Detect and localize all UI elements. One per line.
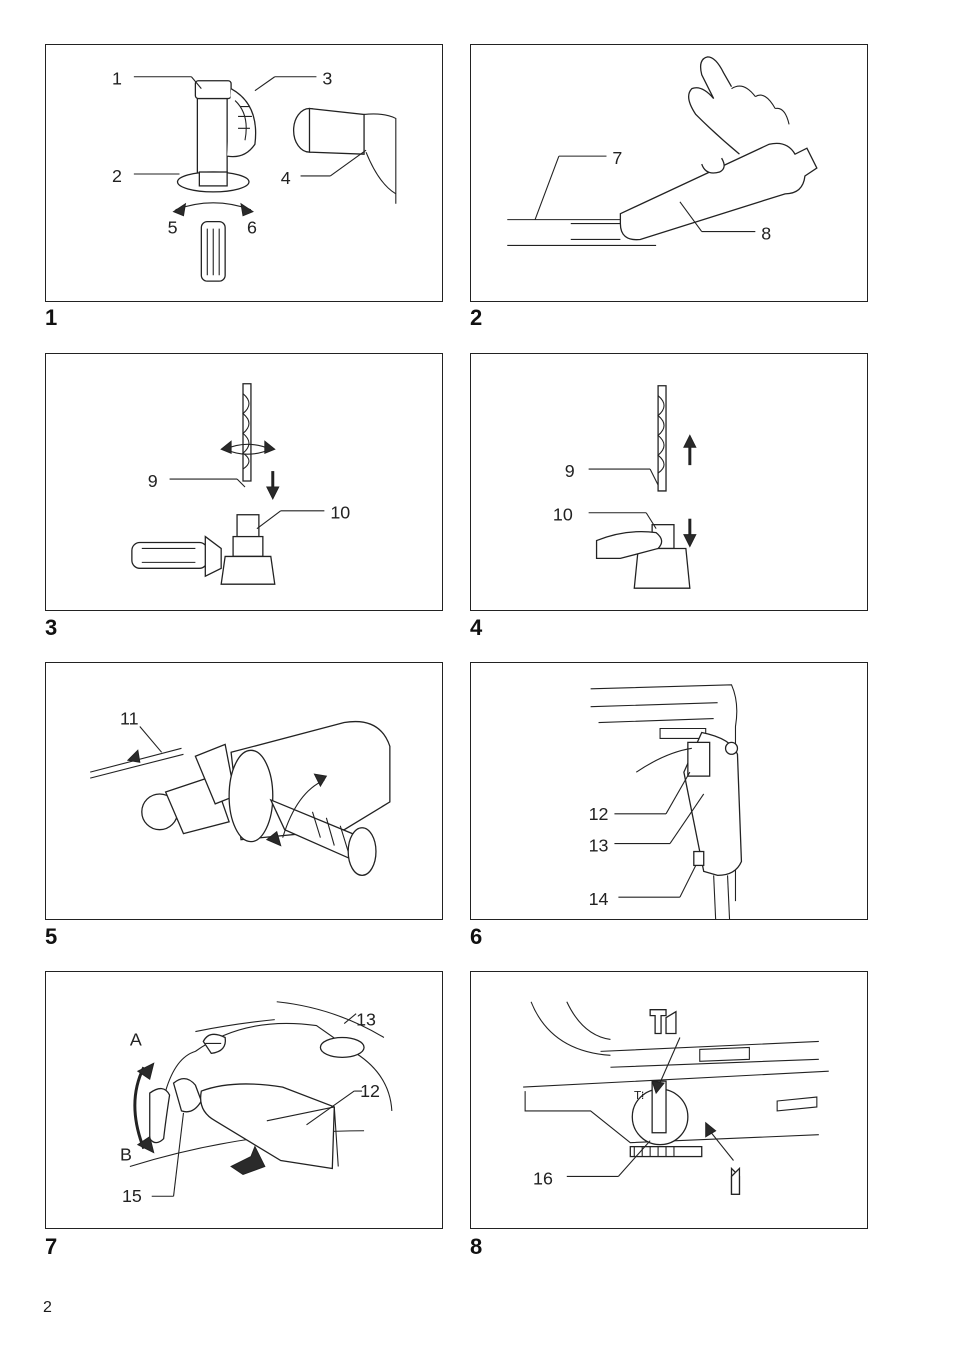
- figure-number: 8: [470, 1234, 483, 1259]
- callout-1: 1: [112, 69, 122, 89]
- drill-bit-symbol-icon: [730, 1166, 741, 1195]
- callout-9: 9: [565, 461, 575, 481]
- hammer-drill-symbol-icon: [649, 1009, 677, 1035]
- figure-5-panel: 11: [45, 662, 443, 920]
- callout-13: 13: [589, 836, 609, 856]
- callout-5: 5: [168, 218, 178, 238]
- figure-number: 7: [45, 1234, 58, 1259]
- page-number: 2: [43, 1299, 52, 1316]
- callout-11: 11: [120, 709, 139, 729]
- callout-10: 10: [330, 503, 350, 523]
- side-handle-icon: 1 2 3 4 5 6: [112, 69, 397, 282]
- callout-4: 4: [281, 168, 291, 188]
- figure-6-panel: 12 13 14: [470, 662, 868, 920]
- callout-15: 15: [122, 1186, 142, 1206]
- drill-bit-insert-icon: 9 10: [131, 383, 350, 585]
- callout-7: 7: [612, 148, 622, 168]
- figure-number: 4: [470, 615, 483, 640]
- callout-10: 10: [553, 505, 573, 525]
- grease-tube-icon: 7 8: [507, 56, 818, 246]
- callout-2: 2: [112, 166, 122, 186]
- reversing-lever-icon: A B 13 12 15: [120, 1001, 393, 1206]
- callout-16: 16: [533, 1168, 553, 1188]
- figure-3-panel: 9 10: [45, 353, 443, 611]
- figure-number: 2: [470, 305, 483, 330]
- callout-8: 8: [761, 223, 771, 243]
- callout-12: 12: [589, 804, 609, 824]
- hammer-drill-symbol-icon: T⁞: [633, 1089, 644, 1102]
- depth-gauge-icon: 11: [90, 709, 391, 876]
- callout-9: 9: [148, 471, 158, 491]
- drill-bit-remove-icon: 9 10: [553, 385, 697, 589]
- callout-3: 3: [322, 69, 332, 89]
- switch-trigger-icon: 12 13 14: [589, 684, 743, 919]
- figure-number: 6: [470, 924, 483, 949]
- figure-number: 5: [45, 924, 58, 949]
- callout-13: 13: [356, 1010, 376, 1030]
- figure-8-panel: T⁞ 16: [470, 971, 868, 1229]
- figure-number: 1: [45, 305, 58, 330]
- callout-6: 6: [247, 218, 257, 238]
- figure-number: 3: [45, 615, 58, 640]
- figure-1-panel: 1 2 3 4 5 6: [45, 44, 443, 302]
- callout-12: 12: [360, 1081, 380, 1101]
- action-mode-knob-icon: T⁞ 16: [523, 1001, 829, 1195]
- callout-b: B: [120, 1145, 132, 1165]
- figure-7-panel: A B 13 12 15: [45, 971, 443, 1229]
- figure-2-panel: 7 8: [470, 44, 868, 302]
- callout-a: A: [130, 1029, 142, 1049]
- callout-14: 14: [589, 889, 609, 909]
- figure-4-panel: 9 10: [470, 353, 868, 611]
